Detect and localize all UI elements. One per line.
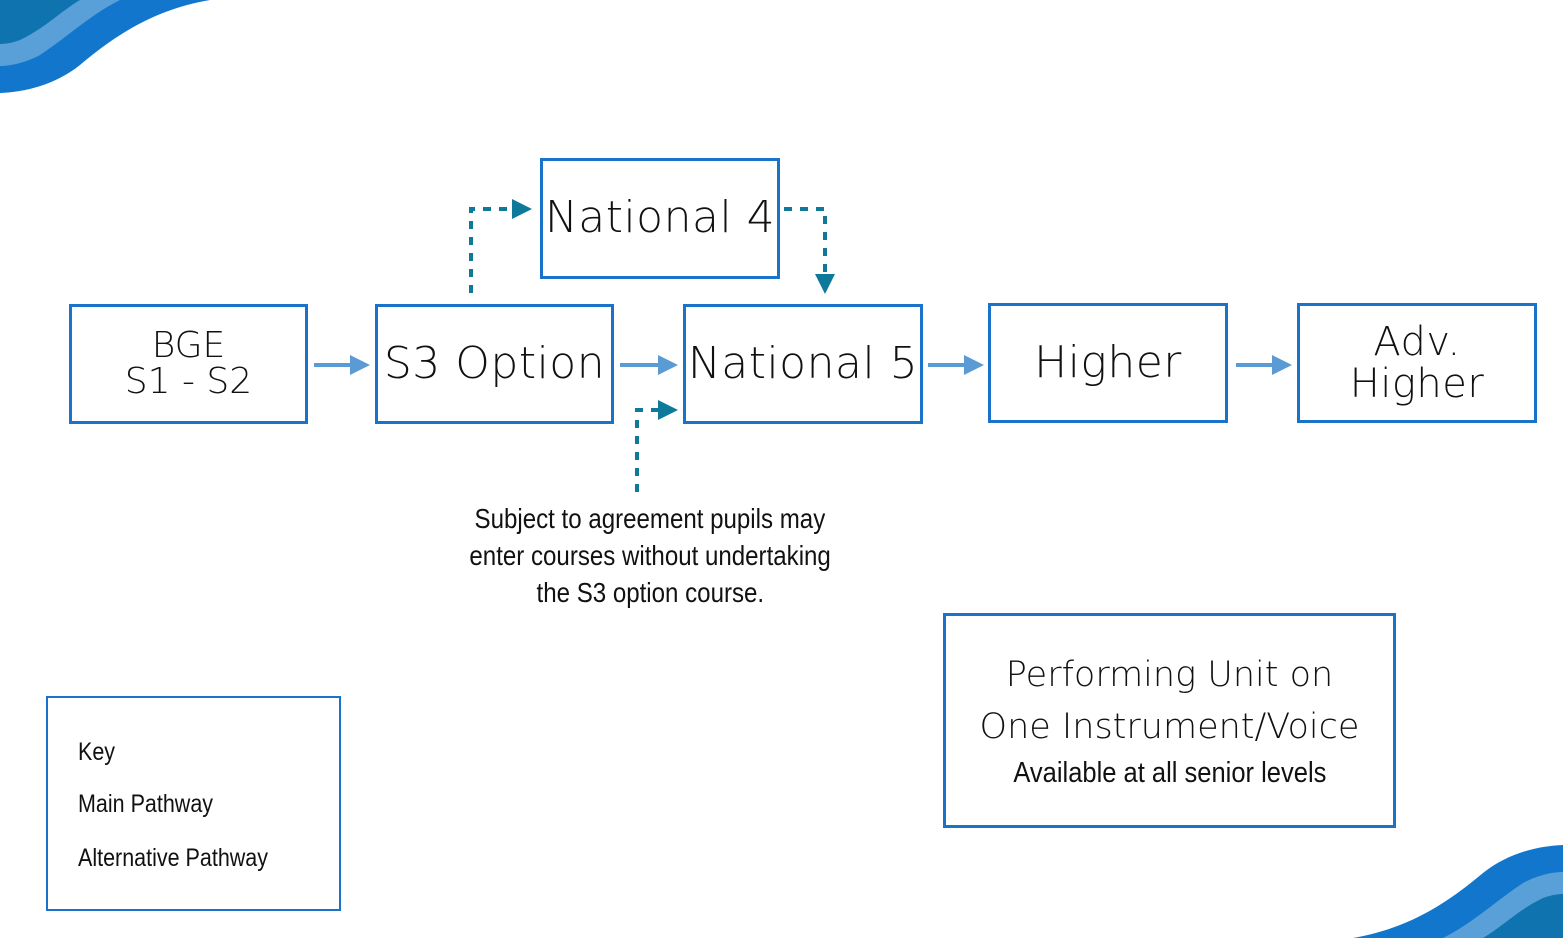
s3-option-label: S3 Option — [383, 337, 606, 389]
box-national-5: National 5 — [683, 304, 923, 424]
performing-line-3: Available at all senior levels — [1012, 756, 1327, 789]
box-adv-higher: Adv. Higher — [1297, 303, 1537, 423]
alt-arrow-n4-to-n5 — [784, 207, 835, 294]
box-national-4: National 4 — [540, 158, 780, 279]
key-title: Key — [78, 738, 116, 766]
top-left-wave-decoration — [0, 0, 210, 93]
box-s3-option: S3 Option — [375, 304, 614, 424]
performing-line-2: One Instrument/Voice — [979, 706, 1360, 747]
note-line-1: Subject to agreement pupils may — [474, 503, 826, 534]
key-main-pathway-label: Main Pathway — [78, 790, 214, 818]
national5-label: National 5 — [687, 337, 919, 389]
main-arrow-higher-to-advhigher — [1236, 355, 1292, 375]
key-alternative-pathway-label: Alternative Pathway — [78, 844, 269, 872]
note-line-2: enter courses without undertaking — [469, 540, 831, 571]
note-line-3: the S3 option course. — [536, 577, 764, 608]
bottom-right-wave-decoration — [1353, 845, 1563, 938]
box-higher: Higher — [988, 303, 1228, 423]
performing-line-1: Performing Unit on — [1005, 654, 1334, 695]
higher-label: Higher — [1034, 336, 1182, 388]
main-arrow-n5-to-higher — [928, 355, 984, 375]
national4-label: National 4 — [544, 192, 776, 244]
box-bge: BGE S1 - S2 — [69, 304, 308, 424]
bge-years: S1 - S2 — [124, 361, 253, 402]
adv-higher-label: Adv. Higher — [1349, 319, 1485, 407]
main-arrow-bge-to-s3 — [314, 355, 370, 375]
box-performing-unit: Performing Unit on One Instrument/Voice … — [943, 613, 1396, 828]
bge-title: BGE — [151, 325, 226, 366]
alt-arrow-s3-to-n4 — [469, 199, 532, 293]
main-arrow-s3-to-n5 — [620, 355, 678, 375]
legend-key: Key Main Pathway Alternative Pathway — [46, 696, 341, 911]
alt-arrow-note-to-n5 — [635, 400, 678, 492]
alternative-entry-note: Subject to agreement pupils may enter co… — [420, 500, 880, 611]
